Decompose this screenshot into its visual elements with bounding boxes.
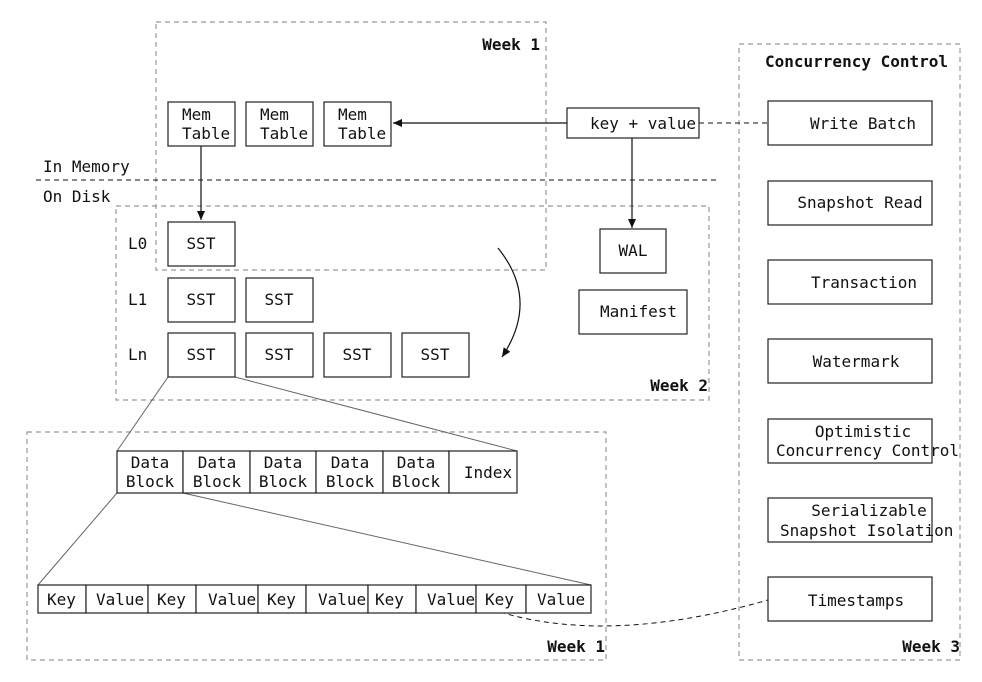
memtable-1: Mem Table — [167, 101, 236, 147]
sst-ln-2: SST — [245, 332, 314, 378]
kv-pair-3: Key Value — [257, 584, 369, 614]
data-block-line1: Data — [198, 453, 237, 472]
data-block-line2: Block — [259, 472, 308, 491]
week2-title: Week 2 — [650, 376, 708, 395]
write-batch-box: Write Batch — [767, 100, 933, 146]
occ-label-line1: Optimistic — [815, 422, 911, 441]
data-block-4: Data Block — [315, 450, 384, 494]
data-block-1: Data Block — [116, 450, 184, 494]
data-block-line1: Data — [397, 453, 436, 472]
sst-label: SST — [343, 345, 372, 364]
sst-l0-1: SST — [167, 221, 236, 267]
manifest-label: Manifest — [600, 302, 677, 321]
week1-bottom-region — [26, 431, 607, 661]
week1-top-title: Week 1 — [482, 35, 540, 54]
transaction-label: Transaction — [811, 273, 917, 292]
snapshot-read-label: Snapshot Read — [797, 193, 922, 212]
sst-ln-3: SST — [323, 332, 392, 378]
ssi-label-line1: Serializable — [811, 501, 927, 520]
wal-box: WAL — [599, 228, 667, 274]
concurrency-title: Concurrency Control — [765, 52, 948, 71]
wal-label: WAL — [619, 241, 648, 260]
key-value-label: key + value — [590, 114, 696, 133]
kv-pair-1: Key Value — [37, 584, 149, 614]
sst-ln-4: SST — [401, 332, 470, 378]
sst-label: SST — [265, 290, 294, 309]
kv-key: Key — [47, 590, 76, 609]
key-value-box: key + value — [566, 107, 700, 139]
kv-pair-2: Key Value — [147, 584, 259, 614]
snapshot-read-box: Snapshot Read — [767, 180, 933, 226]
data-block-line1: Data — [264, 453, 303, 472]
memtable-line1: Mem — [182, 105, 211, 124]
week1-top-region — [155, 21, 547, 271]
sst-label: SST — [265, 345, 294, 364]
sst-zoom-line-right — [234, 376, 518, 452]
watermark-label: Watermark — [813, 352, 900, 371]
kv-key: Key — [485, 590, 514, 609]
sst-label: SST — [187, 345, 216, 364]
occ-label-line2: Concurrency Control — [776, 441, 959, 460]
level-label-ln: Ln — [128, 345, 147, 364]
kv-value: Value — [537, 590, 585, 609]
kv-key: Key — [375, 590, 404, 609]
sst-ln-1: SST — [167, 332, 236, 378]
sst-l1-1: SST — [167, 277, 236, 323]
data-block-line1: Data — [131, 453, 170, 472]
timestamps-label: Timestamps — [808, 591, 904, 610]
memtable-line2: Table — [260, 124, 308, 143]
data-block-2: Data Block — [182, 450, 251, 494]
block-zoom-line-right — [182, 492, 592, 586]
week2-region — [115, 205, 710, 401]
in-memory-label: In Memory — [43, 157, 130, 176]
data-block-line2: Block — [193, 472, 242, 491]
data-block-line1: Data — [331, 453, 370, 472]
data-block-line2: Block — [126, 472, 175, 491]
block-zoom-line-left — [37, 492, 118, 586]
timestamps-link — [499, 599, 769, 627]
memtable-line1: Mem — [260, 105, 289, 124]
kv-value: Value — [427, 590, 475, 609]
occ-box: Optimistic Concurrency Control — [767, 418, 959, 464]
manifest-box: Manifest — [578, 289, 688, 335]
ssi-label-line2: Snapshot Isolation — [780, 521, 953, 540]
sst-l1-2: SST — [245, 277, 314, 323]
sst-label: SST — [187, 290, 216, 309]
memtable-line2: Table — [182, 124, 230, 143]
data-block-5: Data Block — [382, 450, 450, 494]
data-block-line2: Block — [392, 472, 441, 491]
watermark-box: Watermark — [767, 338, 933, 384]
write-batch-label: Write Batch — [810, 114, 916, 133]
transaction-box: Transaction — [767, 259, 933, 305]
week3-title: Week 3 — [902, 637, 960, 656]
memtable-line1: Mem — [338, 105, 367, 124]
data-block-line2: Block — [326, 472, 375, 491]
memtable-2: Mem Table — [245, 101, 314, 147]
index-label: Index — [464, 463, 513, 482]
kv-value: Value — [318, 590, 366, 609]
kv-key: Key — [157, 590, 186, 609]
level-label-l1: L1 — [128, 290, 147, 309]
memtable-line2: Table — [338, 124, 386, 143]
week1-bottom-title: Week 1 — [547, 637, 605, 656]
memtable-3: Mem Table — [323, 101, 392, 147]
kv-value: Value — [96, 590, 144, 609]
compaction-arrow — [497, 247, 521, 358]
data-block-3: Data Block — [249, 450, 317, 494]
on-disk-label: On Disk — [43, 187, 111, 206]
kv-pair-5: Key Value — [475, 584, 592, 614]
index-block: Index — [448, 450, 518, 494]
sst-label: SST — [421, 345, 450, 364]
week3-region — [738, 43, 961, 661]
ssi-box: Serializable Snapshot Isolation — [767, 497, 953, 543]
kv-value: Value — [208, 590, 256, 609]
kv-key: Key — [267, 590, 296, 609]
timestamps-box: Timestamps — [767, 576, 933, 622]
kv-pair-4: Key Value — [367, 584, 477, 614]
sst-label: SST — [187, 234, 216, 253]
sst-zoom-line-left — [116, 376, 169, 452]
level-label-l0: L0 — [128, 234, 147, 253]
